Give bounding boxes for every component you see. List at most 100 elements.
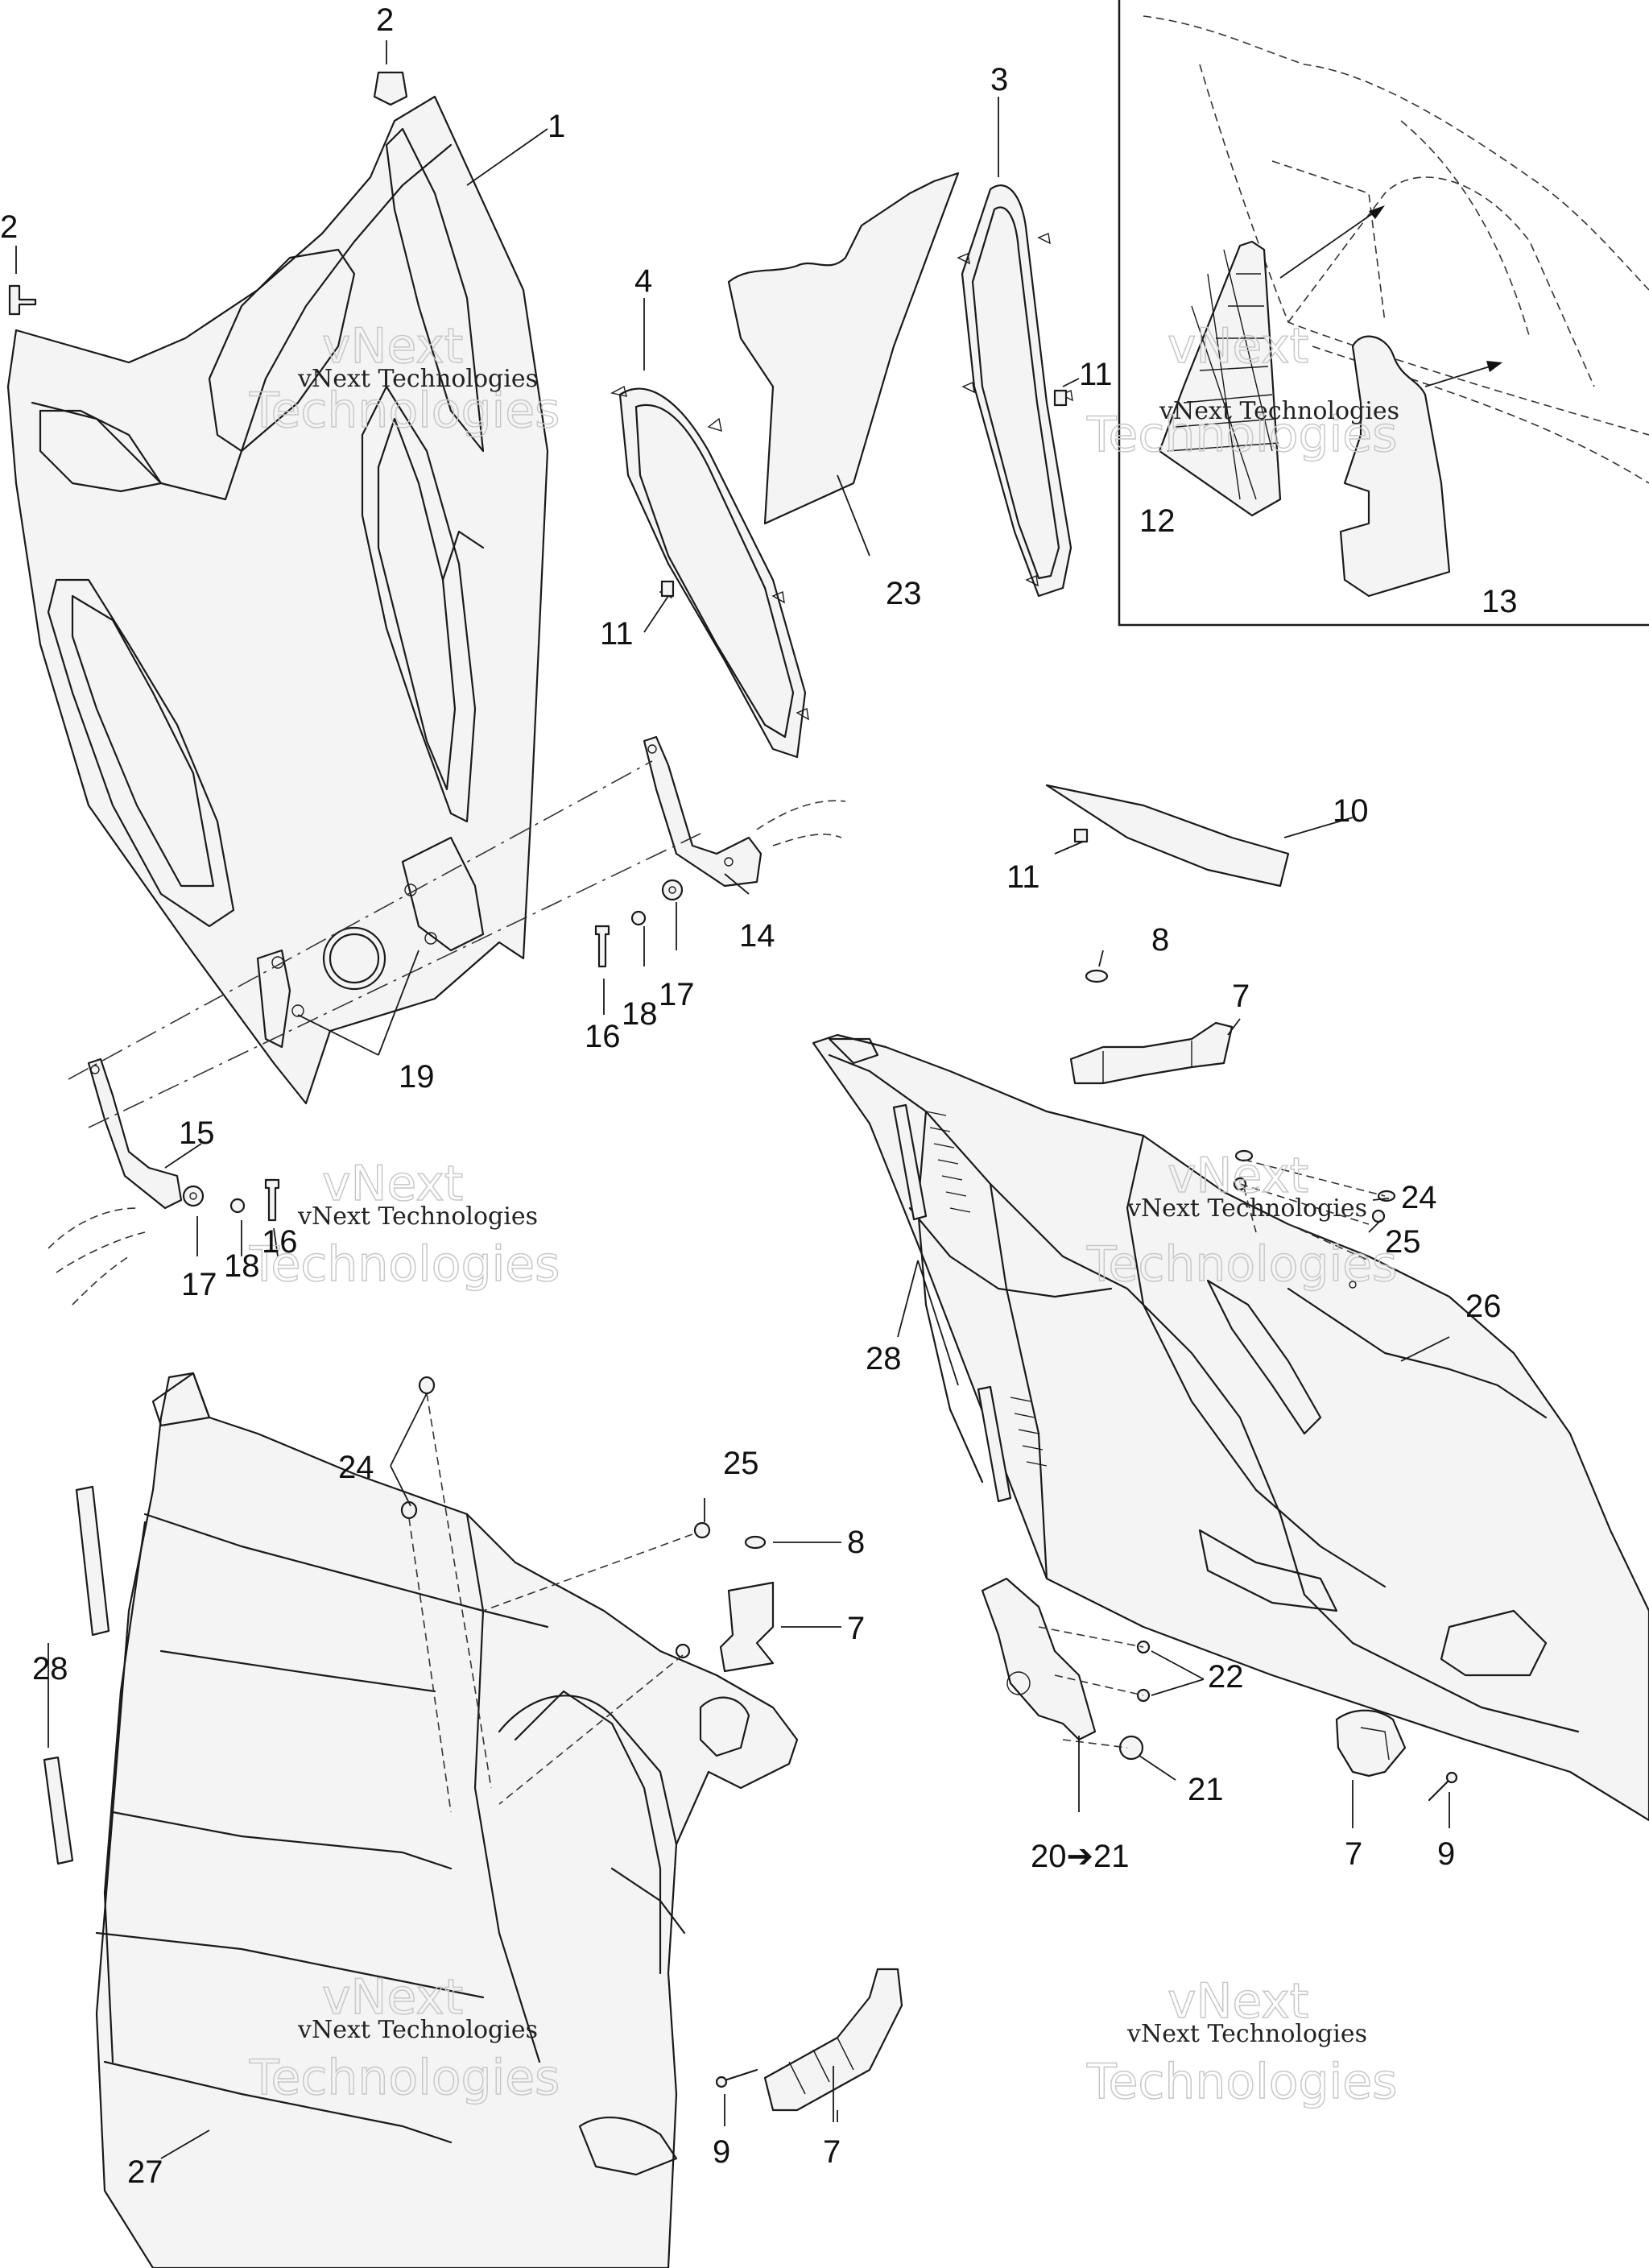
callout-19: 19 bbox=[399, 1059, 435, 1095]
part-7-handle-bottom bbox=[763, 1968, 903, 2112]
callout-18: 18 bbox=[622, 996, 658, 1032]
part-2-clip-top bbox=[373, 71, 408, 106]
watermarks: vNext Technologies vNext Technologies vN… bbox=[248, 317, 1399, 2111]
part-12-foam bbox=[1158, 240, 1282, 517]
part-11-clip-b bbox=[1053, 389, 1068, 407]
watermark-line: vNext Technologies bbox=[297, 365, 538, 393]
callout-26: 26 bbox=[1465, 1289, 1502, 1324]
callout-10: 10 bbox=[1333, 793, 1369, 829]
callout-21: 21 bbox=[1188, 1772, 1224, 1807]
callout-9: 9 bbox=[713, 2134, 730, 2170]
watermark-line: vNext Technologies bbox=[1126, 1194, 1367, 1223]
watermark-big-b: Technologies bbox=[1086, 2054, 1397, 2110]
callout-22: 22 bbox=[1208, 1659, 1244, 1695]
fastener-16-bolt-upper bbox=[594, 925, 610, 968]
callout-8: 8 bbox=[847, 1525, 865, 1560]
part-1-side-panel bbox=[6, 95, 549, 1105]
callout-24: 24 bbox=[1401, 1180, 1437, 1215]
part-20-bracket bbox=[981, 1577, 1097, 1741]
callout-13: 13 bbox=[1482, 584, 1518, 619]
callout-14: 14 bbox=[739, 918, 775, 954]
callout-2: 2 bbox=[0, 209, 18, 245]
watermark-big-b: Technologies bbox=[249, 383, 560, 439]
callout-4: 4 bbox=[634, 263, 652, 299]
callout-9: 9 bbox=[1437, 1836, 1455, 1872]
watermark-big-b: Technologies bbox=[1086, 407, 1397, 463]
callout-11: 11 bbox=[1079, 357, 1113, 392]
part-11-clip-a bbox=[660, 580, 675, 598]
callout-25: 25 bbox=[723, 1446, 759, 1481]
watermark-big-b: Technologies bbox=[1086, 1236, 1397, 1293]
part-23-foam-sheet bbox=[727, 172, 960, 525]
fastener-17-washer-lower bbox=[182, 1185, 205, 1207]
leader-lines bbox=[15, 40, 1450, 2159]
part-11-clip-c bbox=[1073, 828, 1089, 843]
part-25-nut-left bbox=[675, 1521, 711, 1659]
fastener-18-washer-lower bbox=[229, 1198, 246, 1214]
callout-15: 15 bbox=[179, 1115, 215, 1151]
callout-16: 16 bbox=[585, 1019, 621, 1054]
callouts: 2 2 1 3 4 11 11 23 12 13 10 11 8 7 14 16… bbox=[0, 2, 1518, 2190]
part-9-screw-right bbox=[1428, 1771, 1458, 1802]
part-7-handle-bottom-right bbox=[1335, 1709, 1407, 1778]
part-26-side-panel bbox=[812, 1033, 1649, 1822]
part-28-strip-left-b bbox=[43, 1756, 74, 1865]
callout-25: 25 bbox=[1385, 1224, 1421, 1260]
part-22-screws bbox=[1136, 1640, 1151, 1703]
part-2-clip-left bbox=[8, 284, 37, 316]
part-15-bracket bbox=[87, 1057, 183, 1210]
callout-3: 3 bbox=[990, 62, 1008, 97]
fastener-16-bolt-lower bbox=[264, 1178, 280, 1222]
watermark-line: vNext Technologies bbox=[1126, 2020, 1367, 2048]
part-21-grommet bbox=[1118, 1735, 1144, 1761]
part-7-grip-left bbox=[719, 1581, 775, 1673]
callout-7: 7 bbox=[847, 1611, 865, 1646]
watermark-big-a: vNext bbox=[322, 1969, 463, 2026]
part-28-strip-left-a bbox=[75, 1485, 110, 1637]
callout-20-21: 20➔21 bbox=[1031, 1839, 1130, 1874]
watermark-big-a: vNext bbox=[1168, 1973, 1308, 2030]
callout-7: 7 bbox=[823, 2134, 841, 2170]
part-9-screw-left bbox=[715, 2068, 758, 2088]
part-7-handle-top bbox=[1069, 1021, 1234, 1085]
part-14-bracket bbox=[643, 735, 763, 888]
callout-17: 17 bbox=[181, 1267, 217, 1302]
callout-27: 27 bbox=[127, 2154, 163, 2190]
callout-11: 11 bbox=[600, 616, 634, 652]
part-8-cap-top bbox=[1085, 969, 1109, 983]
part-25-nut-right bbox=[1233, 1177, 1386, 1223]
callout-28: 28 bbox=[866, 1341, 902, 1376]
watermark-big-a: vNext bbox=[322, 1156, 463, 1212]
fastener-18-washer-upper bbox=[630, 910, 647, 926]
part-28-strip-right-a bbox=[892, 1103, 971, 1221]
callout-17: 17 bbox=[659, 977, 695, 1012]
watermark-big-a: vNext bbox=[1168, 318, 1308, 375]
callout-16: 16 bbox=[262, 1224, 298, 1260]
watermark-big-a: vNext bbox=[1168, 1148, 1308, 1204]
watermark-line: vNext Technologies bbox=[297, 2016, 538, 2044]
watermark-big-b: Technologies bbox=[249, 2050, 560, 2106]
watermark-line: vNext Technologies bbox=[1159, 397, 1399, 425]
callout-18: 18 bbox=[224, 1248, 260, 1284]
callout-23: 23 bbox=[886, 576, 922, 611]
callout-12: 12 bbox=[1139, 503, 1176, 539]
callout-24: 24 bbox=[338, 1450, 374, 1485]
inset-detail bbox=[1118, 0, 1649, 627]
callout-1: 1 bbox=[548, 109, 565, 144]
part-10-trim bbox=[1045, 784, 1290, 888]
part-13-foam bbox=[1339, 335, 1451, 598]
watermark-big-a: vNext bbox=[322, 318, 463, 375]
callout-2: 2 bbox=[376, 2, 394, 38]
part-4-vent-trim bbox=[610, 385, 809, 759]
callout-11: 11 bbox=[1006, 859, 1040, 895]
callout-7: 7 bbox=[1345, 1836, 1362, 1872]
watermark-big-b: Technologies bbox=[249, 1236, 560, 1293]
watermark-line: vNext Technologies bbox=[297, 1202, 538, 1231]
callout-28: 28 bbox=[32, 1651, 68, 1687]
part-28-strip-right-b bbox=[977, 1385, 1048, 1503]
callout-8: 8 bbox=[1151, 922, 1169, 958]
part-8-cap-left bbox=[744, 1535, 767, 1550]
fastener-17-washer-upper bbox=[661, 879, 684, 901]
part-27-side-panel bbox=[95, 1372, 799, 2268]
part-3-vent-trim bbox=[957, 184, 1073, 598]
